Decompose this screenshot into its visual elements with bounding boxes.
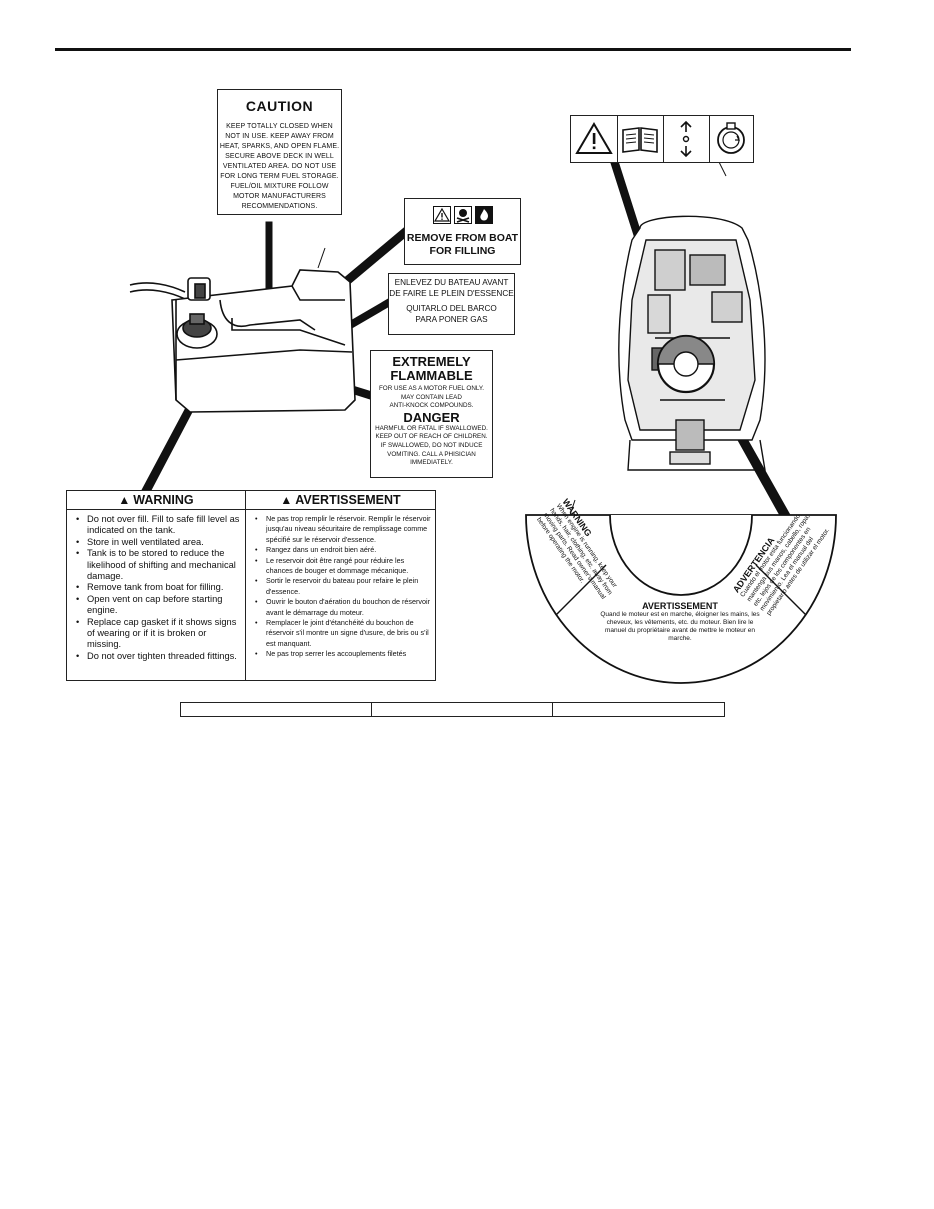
list-item: Ne pas trop remplir le réservoir. Rempli…	[255, 514, 431, 545]
warning-triangle-icon: ▲	[280, 493, 293, 507]
list-item: Remplacer le joint d'étanchéité du bouch…	[255, 618, 431, 649]
bilingual-remove-label: ENLEVEZ DU BATEAU AVANT DE FAIRE LE PLEI…	[388, 273, 515, 335]
arc-fr-section: AVERTISSEMENT Quand le moteur est en mar…	[600, 601, 760, 643]
list-item: Le reservoir doit être rangé pour réduir…	[255, 556, 431, 577]
warning-label: ▲ WARNING Do not over fill. Fill to safe…	[66, 490, 436, 681]
caution-title: CAUTION	[245, 98, 314, 114]
flammable-title: EXTREMELY FLAMMABLE	[390, 354, 473, 383]
list-item: Sortir le reservoir du bateau pour refai…	[255, 576, 431, 597]
rotation-icon	[717, 122, 745, 154]
warning-triangle-icon	[575, 122, 613, 154]
table-cell	[181, 703, 372, 716]
list-item: Ne pas trop serrer les accouplements fil…	[255, 649, 431, 660]
caption-table-row	[180, 702, 725, 717]
list-item: Open vent on cap before starting engine.	[76, 594, 241, 617]
table-cell	[553, 703, 724, 716]
caution-label: CAUTION KEEP TOTALLY CLOSED WHEN NOT IN …	[217, 89, 342, 215]
list-item: Remove tank from boat for filling.	[76, 582, 241, 594]
remove-from-boat-label: REMOVE FROM BOAT FOR FILLING	[404, 198, 521, 265]
list-item: Replace cap gasket if it shows signs of …	[76, 617, 241, 651]
fuel-tank-drawing	[129, 269, 356, 413]
flammable-label: EXTREMELY FLAMMABLE FOR USE AS A MOTOR F…	[370, 350, 493, 478]
flame-icon	[474, 206, 493, 224]
icon-cell-manual	[617, 116, 664, 162]
skull-crossbones-icon	[453, 206, 472, 224]
engine-icon-strip	[570, 115, 754, 163]
engine-top-view	[618, 215, 766, 471]
table-cell	[372, 703, 553, 716]
leader-caution	[265, 221, 273, 291]
arc-label-shape	[525, 514, 837, 684]
list-item: Ouvrir le bouton d'aération du bouchon d…	[255, 597, 431, 618]
arc-warning-label: WARNING When engine is running, keep you…	[522, 497, 840, 685]
caution-text: KEEP TOTALLY CLOSED WHEN NOT IN USE. KEE…	[219, 123, 340, 210]
arc-fr-text: Quand le moteur est en marche, éloigner …	[600, 611, 760, 642]
danger-text: HARMFUL OR FATAL IF SWALLOWED. KEEP OUT …	[375, 424, 488, 467]
manual-book-icon	[622, 127, 658, 153]
up-down-arrow-icon	[680, 120, 692, 158]
list-item: Tank is to be stored to reduce the likel…	[76, 548, 241, 582]
warning-fr-header: ▲ AVERTISSEMENT	[246, 491, 435, 510]
warning-triangle-icon: ▲	[118, 493, 131, 507]
list-item: Do not over tighten threaded fittings.	[76, 651, 241, 663]
warning-en-list: Do not over fill. Fill to safe fill leve…	[67, 510, 245, 663]
warning-en-column: ▲ WARNING Do not over fill. Fill to safe…	[67, 491, 246, 680]
callout-tank	[317, 247, 326, 269]
warning-en-header: ▲ WARNING	[67, 491, 245, 510]
list-item: Rangez dans un endroit bien aéré.	[255, 545, 431, 556]
warning-fr-column: ▲ AVERTISSEMENT Ne pas trop remplir le r…	[246, 491, 435, 680]
flammable-text: FOR USE AS A MOTOR FUEL ONLY. MAY CONTAI…	[378, 385, 485, 410]
bilingual-text: ENLEVEZ DU BATEAU AVANT DE FAIRE LE PLEI…	[389, 278, 514, 324]
arc-fr-title: AVERTISSEMENT	[642, 601, 718, 611]
icon-cell-arrows	[663, 116, 710, 162]
list-item: Do not over fill. Fill to safe fill leve…	[76, 514, 241, 537]
icon-cell-rotation	[709, 116, 753, 162]
warning-triangle-icon	[432, 206, 451, 224]
icon-cell-warning	[571, 116, 618, 162]
header-rule	[55, 48, 851, 51]
remove-text: REMOVE FROM BOAT FOR FILLING	[406, 232, 519, 257]
list-item: Store in well ventilated area.	[76, 537, 241, 549]
danger-title: DANGER	[403, 409, 460, 425]
warning-fr-list: Ne pas trop remplir le réservoir. Rempli…	[246, 510, 435, 660]
hazard-icons-row	[405, 206, 520, 224]
